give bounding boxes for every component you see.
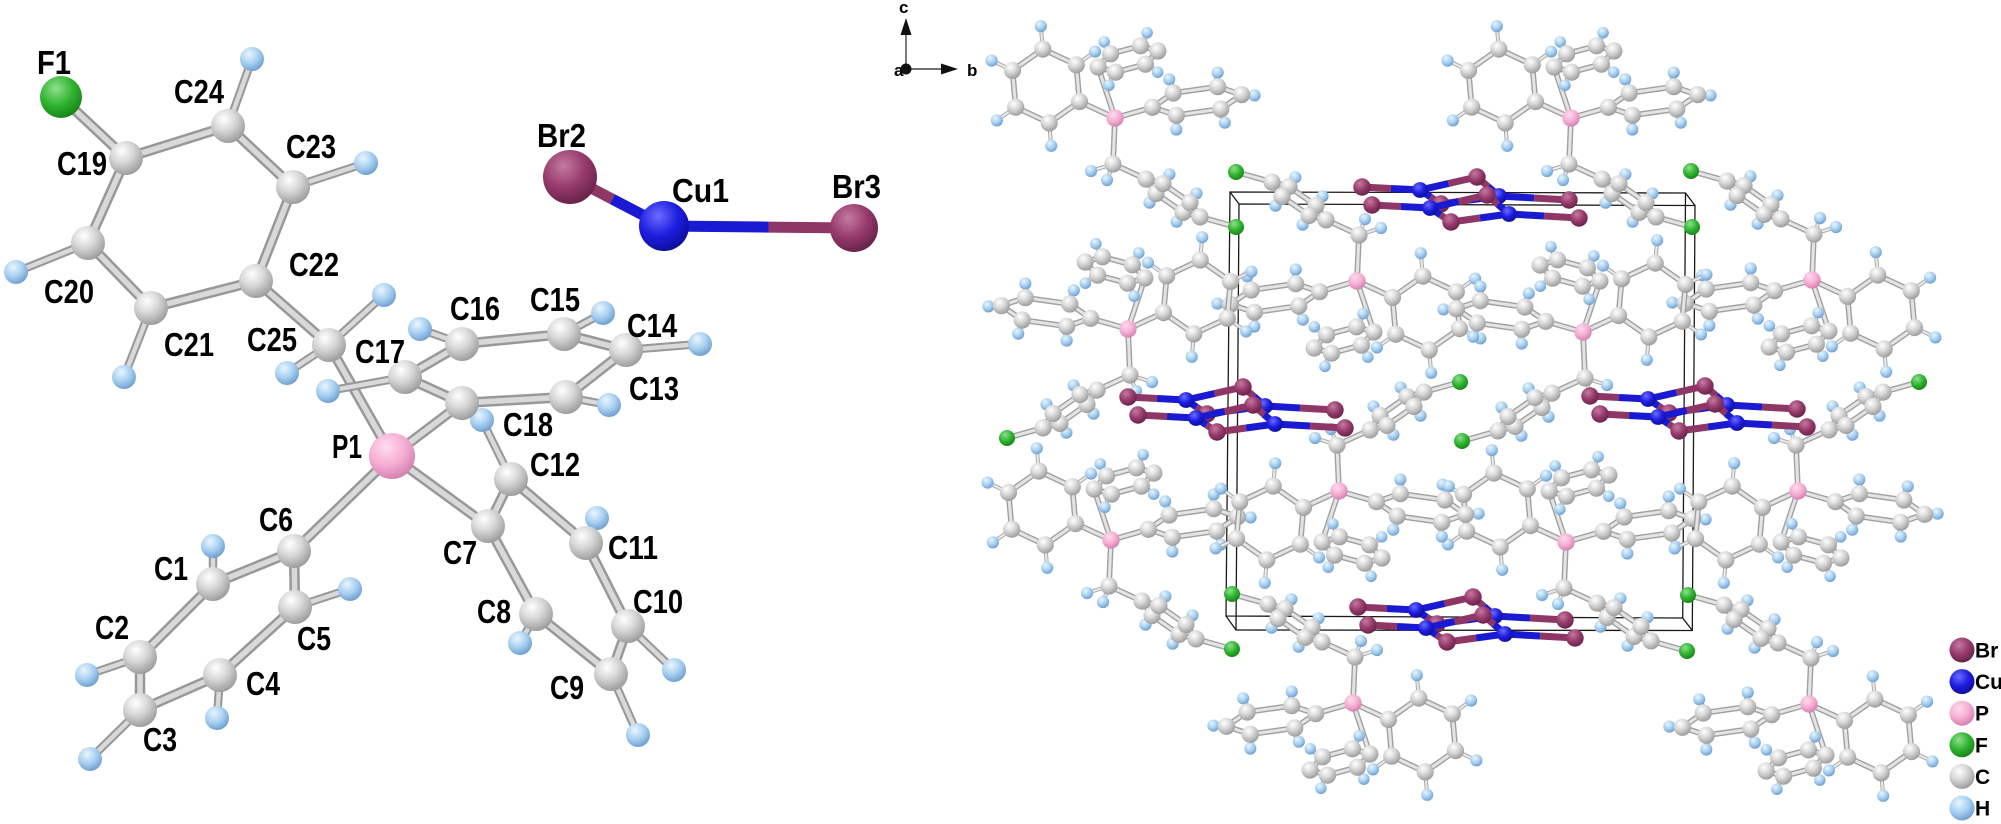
svg-text:C2: C2 — [95, 609, 129, 646]
svg-text:C25: C25 — [247, 321, 297, 358]
svg-text:C1: C1 — [154, 550, 188, 587]
svg-text:C9: C9 — [550, 669, 584, 706]
svg-text:P: P — [1975, 703, 1989, 726]
svg-text:C18: C18 — [503, 406, 553, 443]
svg-text:C16: C16 — [450, 290, 500, 327]
svg-text:Br: Br — [1975, 640, 1998, 663]
svg-text:C22: C22 — [289, 246, 339, 283]
svg-text:C12: C12 — [530, 446, 580, 483]
svg-text:C17: C17 — [355, 333, 405, 370]
svg-text:C7: C7 — [443, 534, 477, 571]
svg-text:C: C — [1975, 766, 1990, 789]
svg-text:C6: C6 — [259, 501, 293, 538]
svg-text:C8: C8 — [477, 593, 511, 630]
svg-text:H: H — [1975, 798, 1990, 821]
svg-text:Br3: Br3 — [832, 168, 881, 205]
svg-text:C3: C3 — [143, 721, 177, 758]
svg-text:C15: C15 — [530, 281, 580, 318]
svg-text:F1: F1 — [37, 44, 71, 81]
svg-text:C21: C21 — [164, 326, 214, 363]
svg-text:c: c — [899, 0, 908, 17]
svg-text:F: F — [1975, 734, 1988, 757]
svg-text:Br2: Br2 — [537, 117, 586, 154]
svg-text:a: a — [894, 61, 904, 80]
svg-text:C19: C19 — [57, 145, 107, 182]
svg-text:C20: C20 — [44, 273, 94, 310]
svg-text:P1: P1 — [332, 428, 362, 465]
svg-text:C10: C10 — [633, 583, 683, 620]
svg-text:C23: C23 — [286, 128, 336, 165]
svg-text:b: b — [967, 61, 977, 80]
svg-text:C5: C5 — [297, 620, 331, 657]
svg-text:Cu1: Cu1 — [672, 172, 729, 209]
svg-text:C11: C11 — [608, 529, 658, 566]
svg-text:C24: C24 — [174, 73, 225, 110]
svg-text:C13: C13 — [629, 370, 679, 407]
svg-text:Cu: Cu — [1975, 671, 2001, 694]
svg-text:C4: C4 — [246, 665, 281, 702]
svg-text:C14: C14 — [627, 307, 678, 344]
